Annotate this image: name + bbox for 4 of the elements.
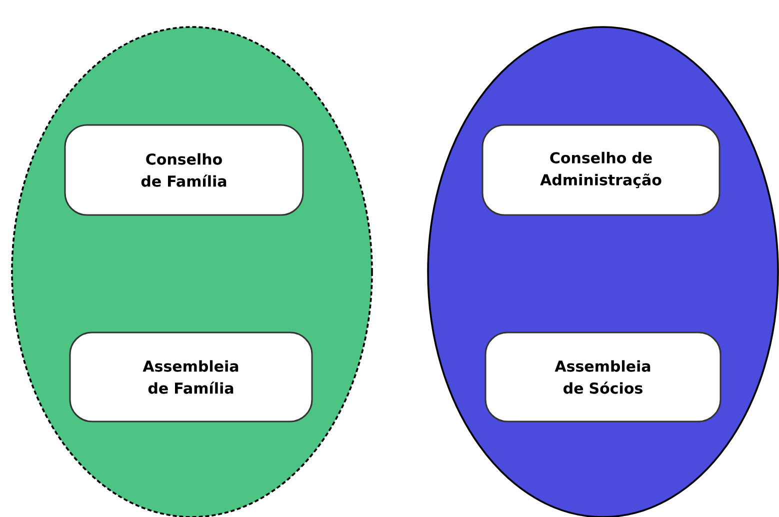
rounded-box: Conselho de Família <box>64 124 304 216</box>
rounded-box: Assembleia de Sócios <box>484 332 722 422</box>
rounded-box: Assembleia de Família <box>69 332 313 422</box>
rounded-box: Conselho de Administração <box>482 124 720 216</box>
